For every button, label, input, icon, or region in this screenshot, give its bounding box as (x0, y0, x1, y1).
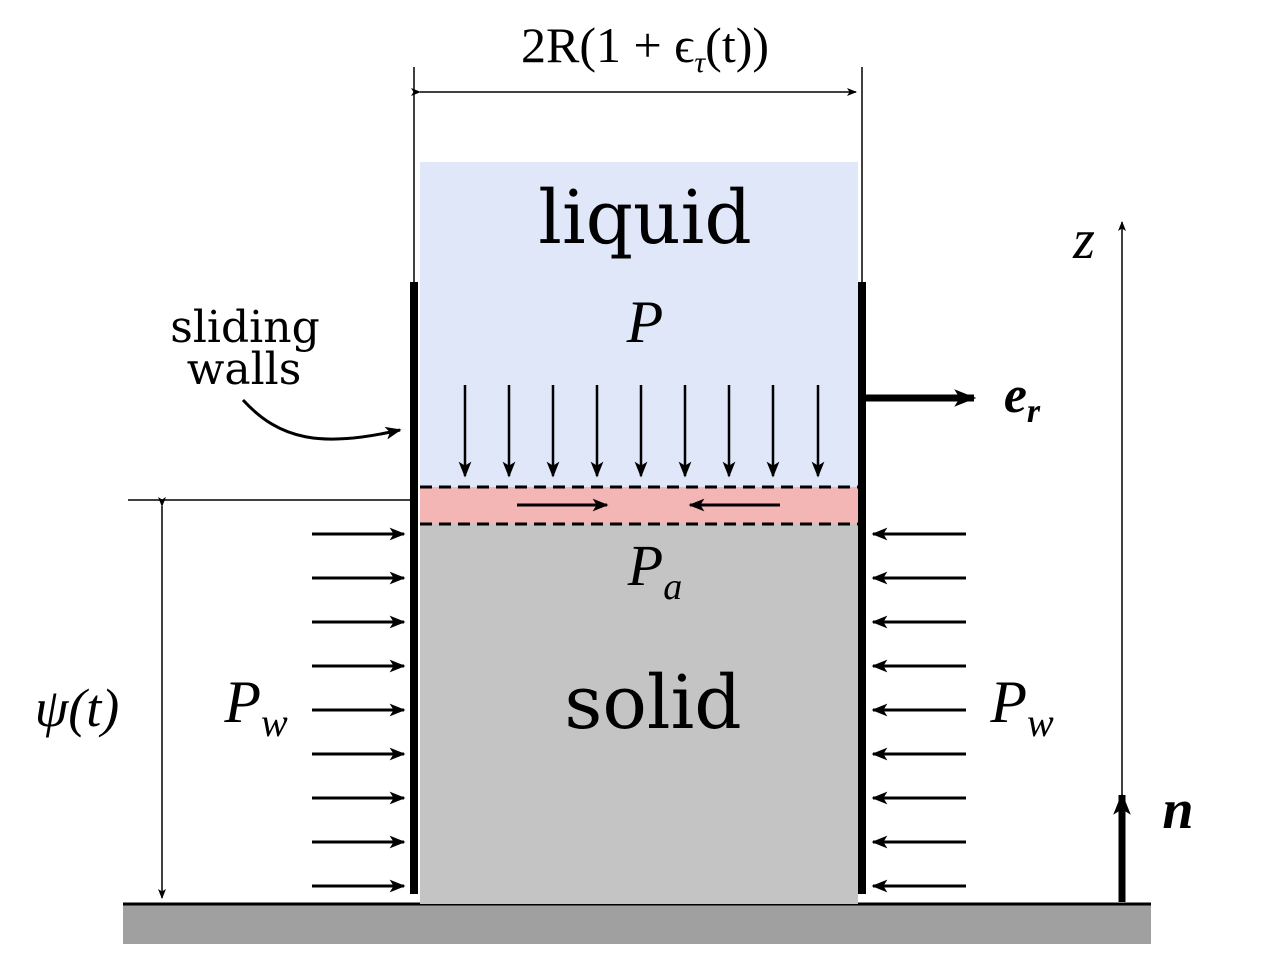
sliding-walls-pointer (241, 398, 402, 441)
liquid-label: liquid (538, 175, 751, 261)
pressure-liquid-label: P (626, 289, 664, 355)
solid-region (420, 524, 858, 904)
sliding-walls-label-line1: sliding (170, 302, 319, 353)
sliding-walls-label-line2: walls (187, 344, 302, 395)
ground-base (123, 904, 1151, 944)
normal-vector-label: n (1162, 779, 1193, 841)
solid-label: solid (564, 660, 741, 746)
liquid-pressure-arrows (458, 385, 825, 478)
premelt-layer (420, 487, 858, 524)
radial-vector-label: er (1004, 367, 1041, 430)
wall-pressure-arrows-right (871, 527, 966, 893)
z-axis-label: z (1072, 209, 1095, 271)
pressure-wall-left-label: Pw (223, 669, 288, 745)
width-label: 2R(1 + ϵτ(t)) (521, 17, 769, 79)
liquid-region (420, 162, 858, 487)
height-label: ψ(t) (35, 678, 120, 738)
pressure-interface-label: Pa (627, 533, 682, 608)
pressure-wall-right-label: Pw (989, 669, 1054, 745)
wall-pressure-arrows-left (312, 527, 406, 893)
